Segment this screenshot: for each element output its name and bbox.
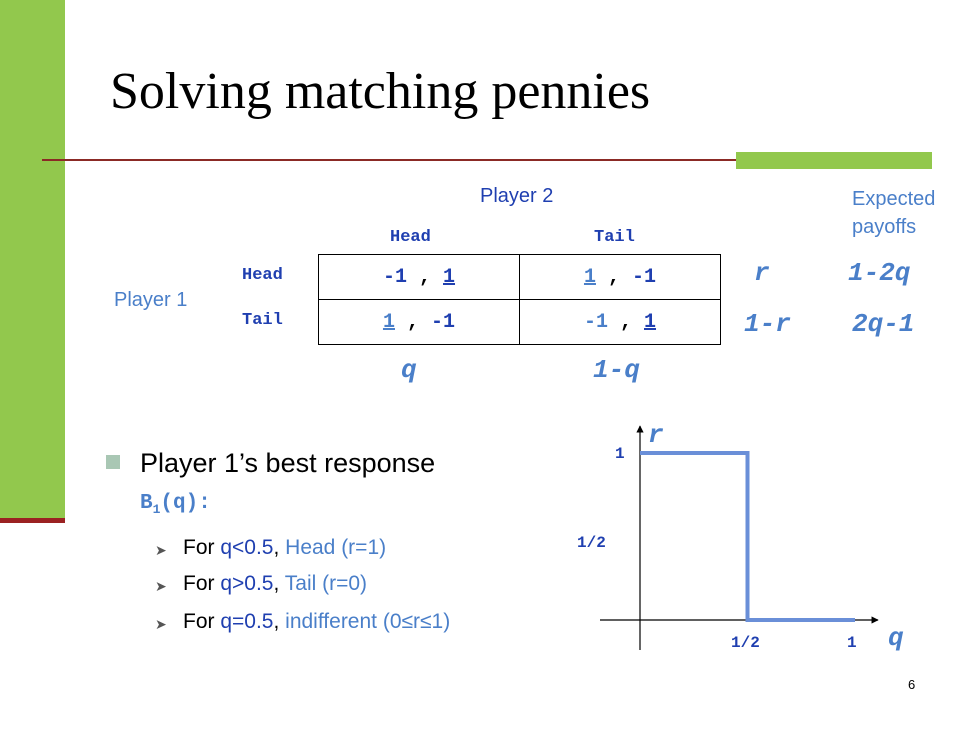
payoff-p2: 1 [644,310,657,334]
payoff-cell: -1 , 1 [318,254,520,300]
payoff-p2: -1 [431,310,456,334]
payoff-row-tail: 1 , -1 -1 , 1 [318,299,721,345]
arrow-bullet-icon: ➤ [155,616,167,632]
payoff-p1: 1 [382,310,395,334]
expected-label-line2: payoffs [852,216,917,238]
row-prob-r: r [754,258,770,288]
x-tick-label: 1/2 [731,634,760,652]
col-header-tail: Tail [594,228,635,247]
best-response-chart: r q 1 1/2 1/2 1 [577,420,904,653]
payoff-cell: 1 , -1 [519,254,721,300]
payoff-cell: -1 , 1 [519,299,721,345]
x-axis-label: q [888,623,904,653]
title-divider [42,159,932,161]
col-prob-1-q: 1-q [593,355,640,385]
x-tick-label: 1 [847,634,857,652]
bullet-square-icon [106,455,120,469]
best-response-function: B1(q): [140,492,211,517]
payoff-p1: 1 [583,265,596,289]
sub-bullet-item: For q=0.5, indifferent (0≤r≤1) [183,610,451,633]
row-header-tail: Tail [242,311,283,330]
payoff-p1: -1 [583,310,608,334]
side-accent-stub [0,518,65,523]
best-response-line [640,451,855,622]
y-axis-label: r [648,420,664,450]
expected-payoff-tail: 2q-1 [852,309,915,339]
sub-bullet-item: For q>0.5, Tail (r=0) [183,572,368,595]
col-prob-q: q [401,355,417,385]
col-header-head: Head [390,228,431,247]
payoff-p2: 1 [443,265,456,289]
b-label: B [140,492,153,515]
payoff-cell: 1 , -1 [318,299,520,345]
arrow-bullet-icon: ➤ [155,542,167,558]
player1-label: Player 1 [114,289,188,311]
b-argument: (q): [160,492,211,515]
bullet-best-response: Player 1’s best response [140,448,436,478]
y-tick-label: 1/2 [577,534,606,552]
arrow-bullet-icon: ➤ [155,578,167,594]
payoff-row-head: -1 , 1 1 , -1 [318,254,721,300]
title-accent-block [736,152,932,169]
page-number: 6 [908,677,916,692]
side-accent-bar [0,0,65,522]
expected-label-line1: Expected [852,188,936,210]
player2-label: Player 2 [480,185,554,207]
payoff-matrix: -1 , 1 1 , -1 1 , -1 -1 , 1 [318,254,721,345]
y-tick-label: 1 [615,445,625,463]
expected-payoff-head: 1-2q [848,258,911,288]
row-header-head: Head [242,266,283,285]
payoff-p1: -1 [382,265,407,289]
b-subscript: 1 [152,502,161,518]
payoff-p2: -1 [632,265,657,289]
row-prob-1-r: 1-r [744,309,791,339]
sub-bullet-item: For q<0.5, Head (r=1) [183,536,387,559]
slide-title: Solving matching pennies [110,63,651,120]
